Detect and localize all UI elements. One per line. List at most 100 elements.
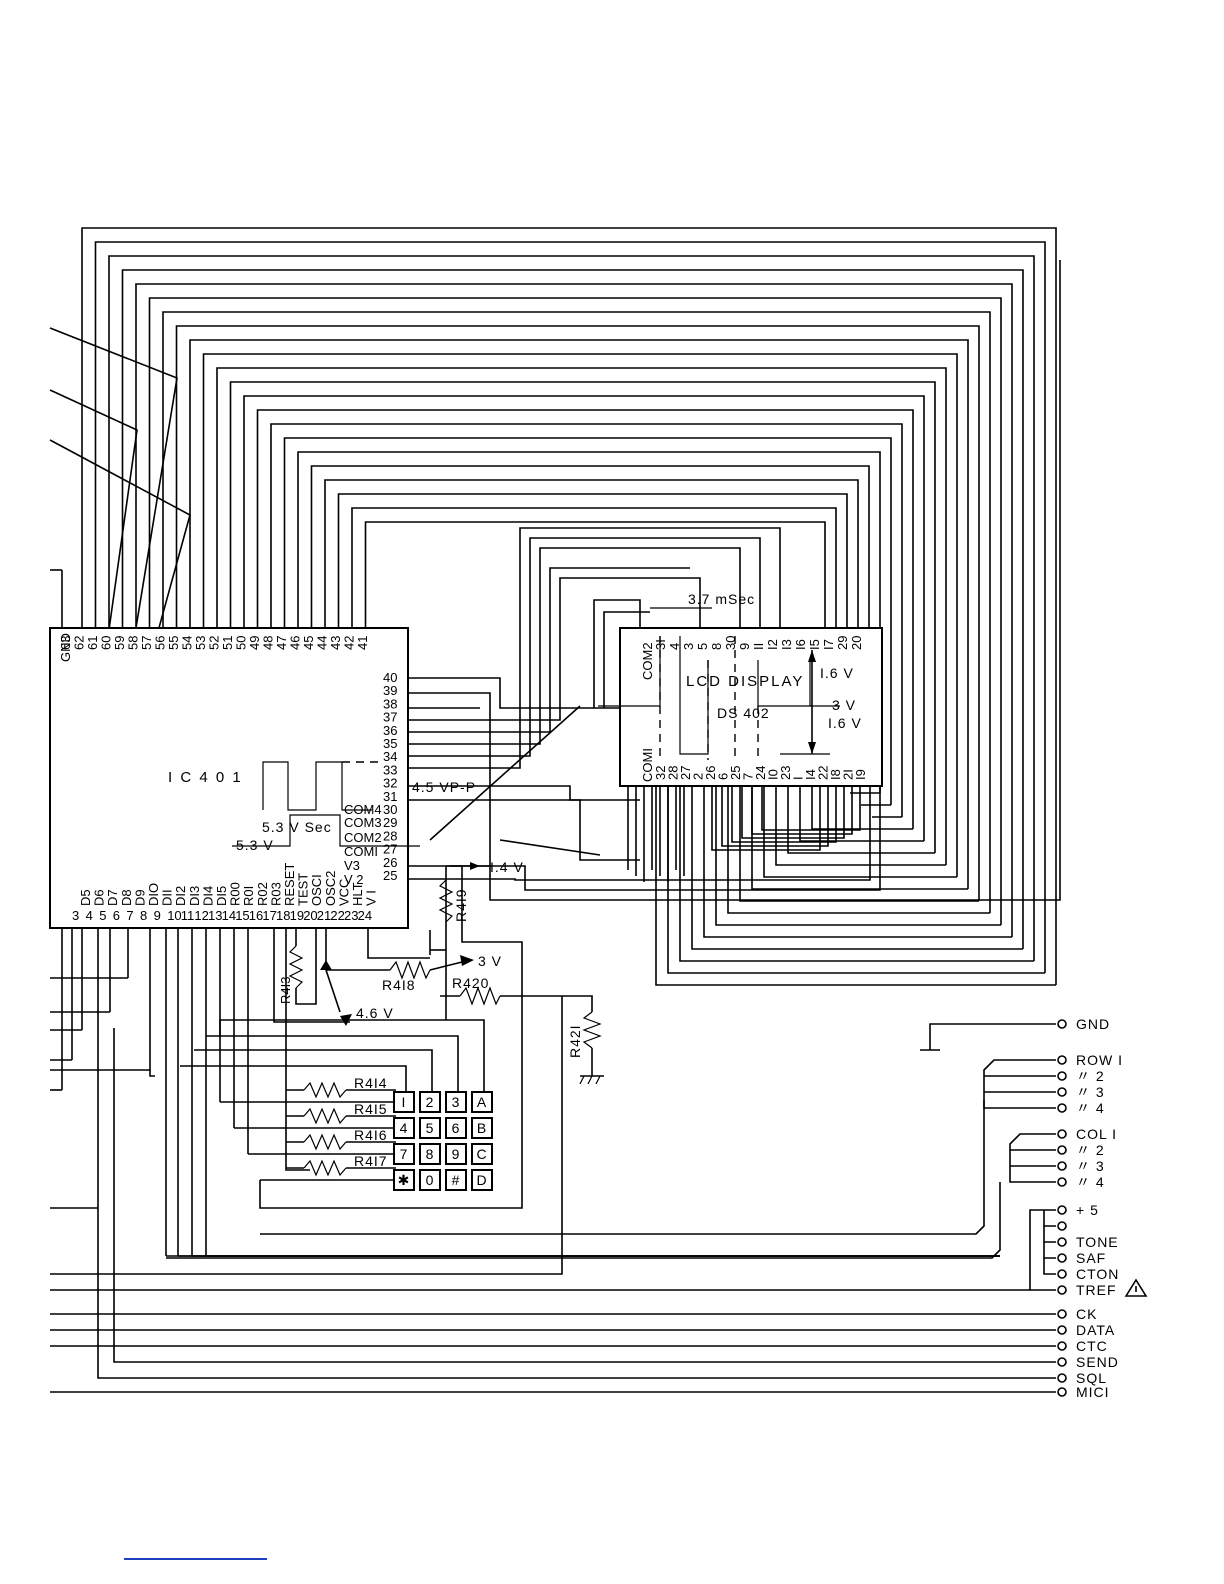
keypad-key[interactable] [445,1169,467,1191]
connector-terminal [1057,1309,1067,1319]
ic401-bottom-name: R0I [241,886,256,906]
keypad-key[interactable] [419,1169,441,1191]
keypad-key[interactable] [419,1091,441,1113]
keypad-key-label: D [476,1172,487,1188]
row-bus [983,1059,1056,1109]
keypad-res-label: R4I6 [354,1127,388,1143]
bus-loop-return [787,786,935,854]
bus-loop [256,409,914,829]
keypad-key-label: A [477,1094,487,1110]
keypad-key-label: 7 [400,1146,409,1162]
ic401-bottom-name: DI5 [214,886,229,906]
ic401-bottom-pin: 21 [317,908,331,923]
lcd-bottom-pin: 27 [678,766,693,780]
lcd-bottom-pin: I [791,776,806,780]
gnd-wire [929,1023,1056,1050]
connector-row-label: ROW I [1076,1052,1123,1068]
res-r413: R4I3 [278,977,293,1004]
connector-terminal [1057,1253,1067,1263]
ic401-right-name: V3 [344,858,360,873]
lcd-bottom-pin: 6 [716,773,731,780]
ic401-bottom-pin: 12 [194,908,208,923]
ic401-bottom-name: HLT [350,882,365,906]
keypad-key[interactable] [419,1117,441,1139]
lcd-top-pin: I2 [765,639,780,650]
lcd-bottom-pin: I9 [853,769,868,780]
ic401-bottom-pin: 20 [303,908,317,923]
ic401-right-pin: 28 [383,828,397,843]
ic401-bottom-pin: 7 [126,908,133,923]
keypad-key[interactable] [393,1091,415,1113]
ic401-top-pin: 57 [139,636,154,650]
annot-53v: 5.3 V [236,837,274,853]
ic401-top-pin: 49 [247,636,262,650]
ic401-top-pin: 62 [72,636,87,650]
ic401-right-pin: 39 [383,683,397,698]
lcd-com1-label: COMI [640,748,655,782]
bus-loop-return [703,786,1012,938]
ic401-bottom-name: R02 [255,882,270,906]
keypad-key-label: 6 [452,1120,461,1136]
keypad-key[interactable] [471,1117,493,1139]
connector-misc-label: + 5 [1076,1202,1099,1218]
lcd-bottom-loop [721,786,829,847]
keypad-res-label: R4I7 [354,1153,388,1169]
annot-37msec: 3.7 mSec [688,591,755,607]
annot-45vpp: 4.5 VP-P [412,779,476,795]
connector-misc-label: TREF [1076,1282,1117,1298]
connector-signal-label: SQL [1076,1370,1107,1386]
ic401-gnd-label: GND [58,633,73,662]
bus-loop [108,255,1035,961]
bus-loop [283,437,892,805]
lcd-display-body [619,627,883,787]
bus-loop-return [655,786,1056,986]
lcd-top-pin: 20 [849,636,864,650]
lcd-waveform [598,607,840,760]
connector-terminal [1057,1103,1067,1113]
ic401-bottom-name: D9 [132,889,147,906]
keypad-key[interactable] [471,1091,493,1113]
bus-loop [189,339,969,889]
ic401-bottom-pin: 15 [235,908,249,923]
ic401-bottom-pin: 6 [113,908,120,923]
connector-terminal [1057,1071,1067,1081]
annot-3v-b: 3 V [478,953,502,969]
ic401-top-pin: 42 [342,636,357,650]
ic401-bottom-pin: 17 [262,908,276,923]
keypad-key[interactable] [445,1117,467,1139]
keypad-key[interactable] [419,1143,441,1165]
connector-col-label: COL I [1076,1126,1117,1142]
ic401-bottom-pin: 23 [344,908,358,923]
keypad-key[interactable] [393,1117,415,1139]
ic401-top-pin: 44 [315,636,330,650]
annot-16v-top: I.6 V [820,665,854,681]
bus-loop-return [763,786,957,878]
ic401-bottom-name: R03 [268,882,283,906]
connector-misc-label: CTON [1076,1266,1119,1282]
ic401-bottom-name: D7 [105,889,120,906]
lcd-bottom-pin: I8 [828,769,843,780]
connector-gnd-label: GND [1076,1016,1110,1032]
keypad-key[interactable] [471,1143,493,1165]
ic401-bottom-name: DI3 [187,886,202,906]
col-bus [1009,1133,1056,1183]
lcd-top-pin: 8 [709,643,724,650]
ic401-top-pin: 61 [85,636,100,650]
lcd-bottom-pin: 25 [728,766,743,780]
keypad-key[interactable] [471,1169,493,1191]
bus-loops [81,227,1057,986]
connector-col-label: 〃 3 [1076,1158,1105,1174]
ic401-top-pin: 48 [261,636,276,650]
keypad-key[interactable] [445,1091,467,1113]
ic401-top-pin: 46 [288,636,303,650]
keypad-key[interactable] [393,1143,415,1165]
connector-terminal [1057,1019,1067,1029]
lcd-bottom-wires [627,786,861,882]
annot-3v: 3 V [832,697,856,713]
keypad-key[interactable] [393,1169,415,1191]
lcd-bottom-loop [751,786,853,835]
keypad-key[interactable] [445,1143,467,1165]
ic401-bottom-name: V I [364,890,379,906]
bus-loop [324,479,859,769]
